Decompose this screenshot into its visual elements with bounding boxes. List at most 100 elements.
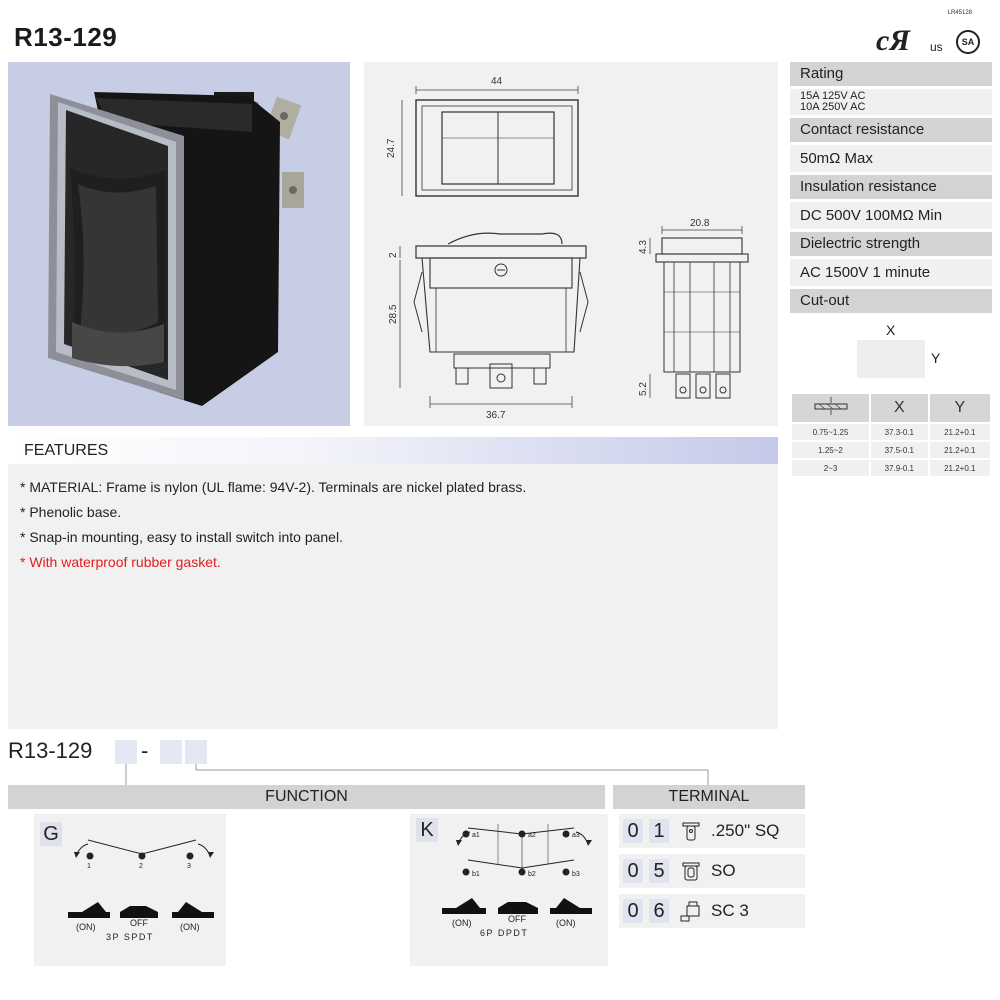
spec-panel: Rating 15A 125V AC 10A 250V AC Contact r… [790,62,992,316]
terminal-heading: TERMINAL [613,785,805,809]
spec-label-cutout: Cut-out [790,289,992,313]
part-number-leader-lines [125,764,709,785]
contact-label: 1 [87,863,91,870]
quick-connect-tab-icon [682,822,700,841]
position-label: (ON) [180,922,200,932]
feature-item-highlight: * With waterproof rubber gasket. [20,554,221,570]
spec-value-rating: 15A 125V AC 10A 250V AC [790,89,992,115]
features-panel: FEATURES * MATERIAL: Frame is nylon (UL … [8,437,778,729]
cutout-cell: 21.2+0.1 [929,442,990,458]
terminal-code-digit: 6 [649,899,669,923]
terminal-code-digit: 5 [649,859,669,883]
cutout-cell: 21.2+0.1 [929,424,990,440]
cutout-cell: 0.75~1.25 [792,424,870,440]
cutout-cell: 1.25~2 [792,442,870,458]
terminal-option-01: 0 1 .250" SQ [619,814,805,848]
feature-item: * Snap-in mounting, easy to install swit… [20,529,343,545]
terminal-code-digit: 0 [623,899,643,923]
position-label: (ON) [452,918,472,928]
position-label: OFF [130,918,148,928]
position-label: (ON) [76,922,96,932]
position-label: (ON) [556,918,576,928]
contact-label: 3 [187,863,191,870]
position-label: OFF [508,914,526,924]
part-number-dash: - [141,738,149,763]
dim-side-width: 20.8 [690,218,710,229]
solder-lug-icon [682,862,700,881]
rocker-switch-illustration [48,92,304,406]
rating-line-1: 15A 125V AC [800,90,866,102]
dim-height-top: 24.7 [386,138,397,158]
dim-side-bottom: 5.2 [638,382,649,396]
function-g-letter: G [40,822,62,846]
part-number-function-box [115,740,137,764]
dimension-drawing-svg: 44 24.7 2 28.5 36.7 [386,76,749,421]
cutout-x-label: X [886,322,896,338]
function-k-caption: 6P DPDT [480,928,528,938]
feature-item: * MATERIAL: Frame is nylon (UL flame: 94… [20,479,527,495]
cutout-y-label: Y [931,350,941,366]
terminal-code-digit: 1 [649,819,669,843]
ul-logo-icon: cЯ [876,24,910,57]
table-row: 0.75~1.25 37.3-0.1 21.2+0.1 [792,424,990,440]
spec-label-dielectric-strength: Dielectric strength [790,232,992,256]
dim-front-width: 36.7 [486,410,506,421]
cutout-header-y: Y [929,394,990,422]
terminal-label: .250" SQ [711,821,780,840]
table-row: 2~3 37.9-0.1 21.2+0.1 [792,460,990,476]
contact-label: b1 [472,871,480,878]
terminal-label: SO [711,861,736,880]
part-number-terminal-box-2 [185,740,207,764]
feature-item: * Phenolic base. [20,504,122,520]
terminal-option-05: 0 5 SO [619,854,805,888]
function-heading: FUNCTION [8,785,605,809]
dim-side-top: 4.3 [638,240,649,254]
part-number-terminal-box-1 [160,740,182,764]
spec-value-contact-resistance: 50mΩ Max [790,145,992,172]
spec-label-contact-resistance: Contact resistance [790,118,992,142]
certification-logos: LR45128 cЯ us SA [868,10,986,62]
terminal-label: SC 3 [711,901,749,920]
contact-label: a1 [472,832,480,839]
spec-value-insulation-resistance: DC 500V 100MΩ Min [790,202,992,229]
contact-label: a2 [528,832,536,839]
contact-label: b2 [528,871,536,878]
function-g-caption: 3P SPDT [106,932,154,942]
dim-front-height: 28.5 [388,304,399,324]
part-number-base: R13-129 [8,738,93,763]
terminal-option-06: 0 6 SC 3 [619,894,805,928]
product-photo [8,62,350,426]
dimension-drawing: 44 24.7 2 28.5 36.7 [364,62,778,426]
spdt-schematic-icon: 1 2 3 (ON) OFF (ON) 3P SPDT [68,839,214,942]
dim-width-top: 44 [491,76,503,87]
function-k-letter: K [416,818,438,842]
spec-label-insulation-resistance: Insulation resistance [790,175,992,199]
function-g-panel: G 1 2 3 (ON) OFF (ON) 3P SPDT [34,814,226,966]
cutout-cell: 37.9-0.1 [871,460,928,476]
csa-file-number: LR45128 [947,10,972,16]
contact-label: 2 [139,863,143,870]
cutout-cell: 2~3 [792,460,870,476]
cutout-table: X Y 0.75~1.25 37.3-0.1 21.2+0.1 1.25~2 3… [790,392,992,478]
screw-terminal-icon [680,901,700,922]
dpdt-schematic-icon: a1 a2 a3 b1 b2 b3 (ON) OFF (ON) 6P DPDT [442,824,592,938]
rating-line-2: 10A 250V AC [800,101,866,113]
cutout-header-x: X [871,394,928,422]
cutout-cell: 21.2+0.1 [929,460,990,476]
cutout-cell: 37.5-0.1 [871,442,928,458]
cutout-diagram [857,340,925,378]
contact-label: b3 [572,871,580,878]
contact-label: a3 [572,832,580,839]
function-k-panel: K a1 a2 a3 b1 b2 b3 (ON) OFF (ON) 6P DPD… [410,814,608,966]
cutout-cell: 37.3-0.1 [871,424,928,440]
page-title: R13-129 [14,22,118,52]
dim-front-top: 2 [388,252,399,258]
panel-thickness-icon [792,394,870,422]
terminal-code-digit: 0 [623,859,643,883]
ul-us-mark: us [930,40,943,54]
csa-logo-icon: SA [956,30,980,54]
spec-value-dielectric-strength: AC 1500V 1 minute [790,259,992,286]
table-row: 1.25~2 37.5-0.1 21.2+0.1 [792,442,990,458]
features-heading: FEATURES [8,437,778,464]
spec-label-rating: Rating [790,62,992,86]
